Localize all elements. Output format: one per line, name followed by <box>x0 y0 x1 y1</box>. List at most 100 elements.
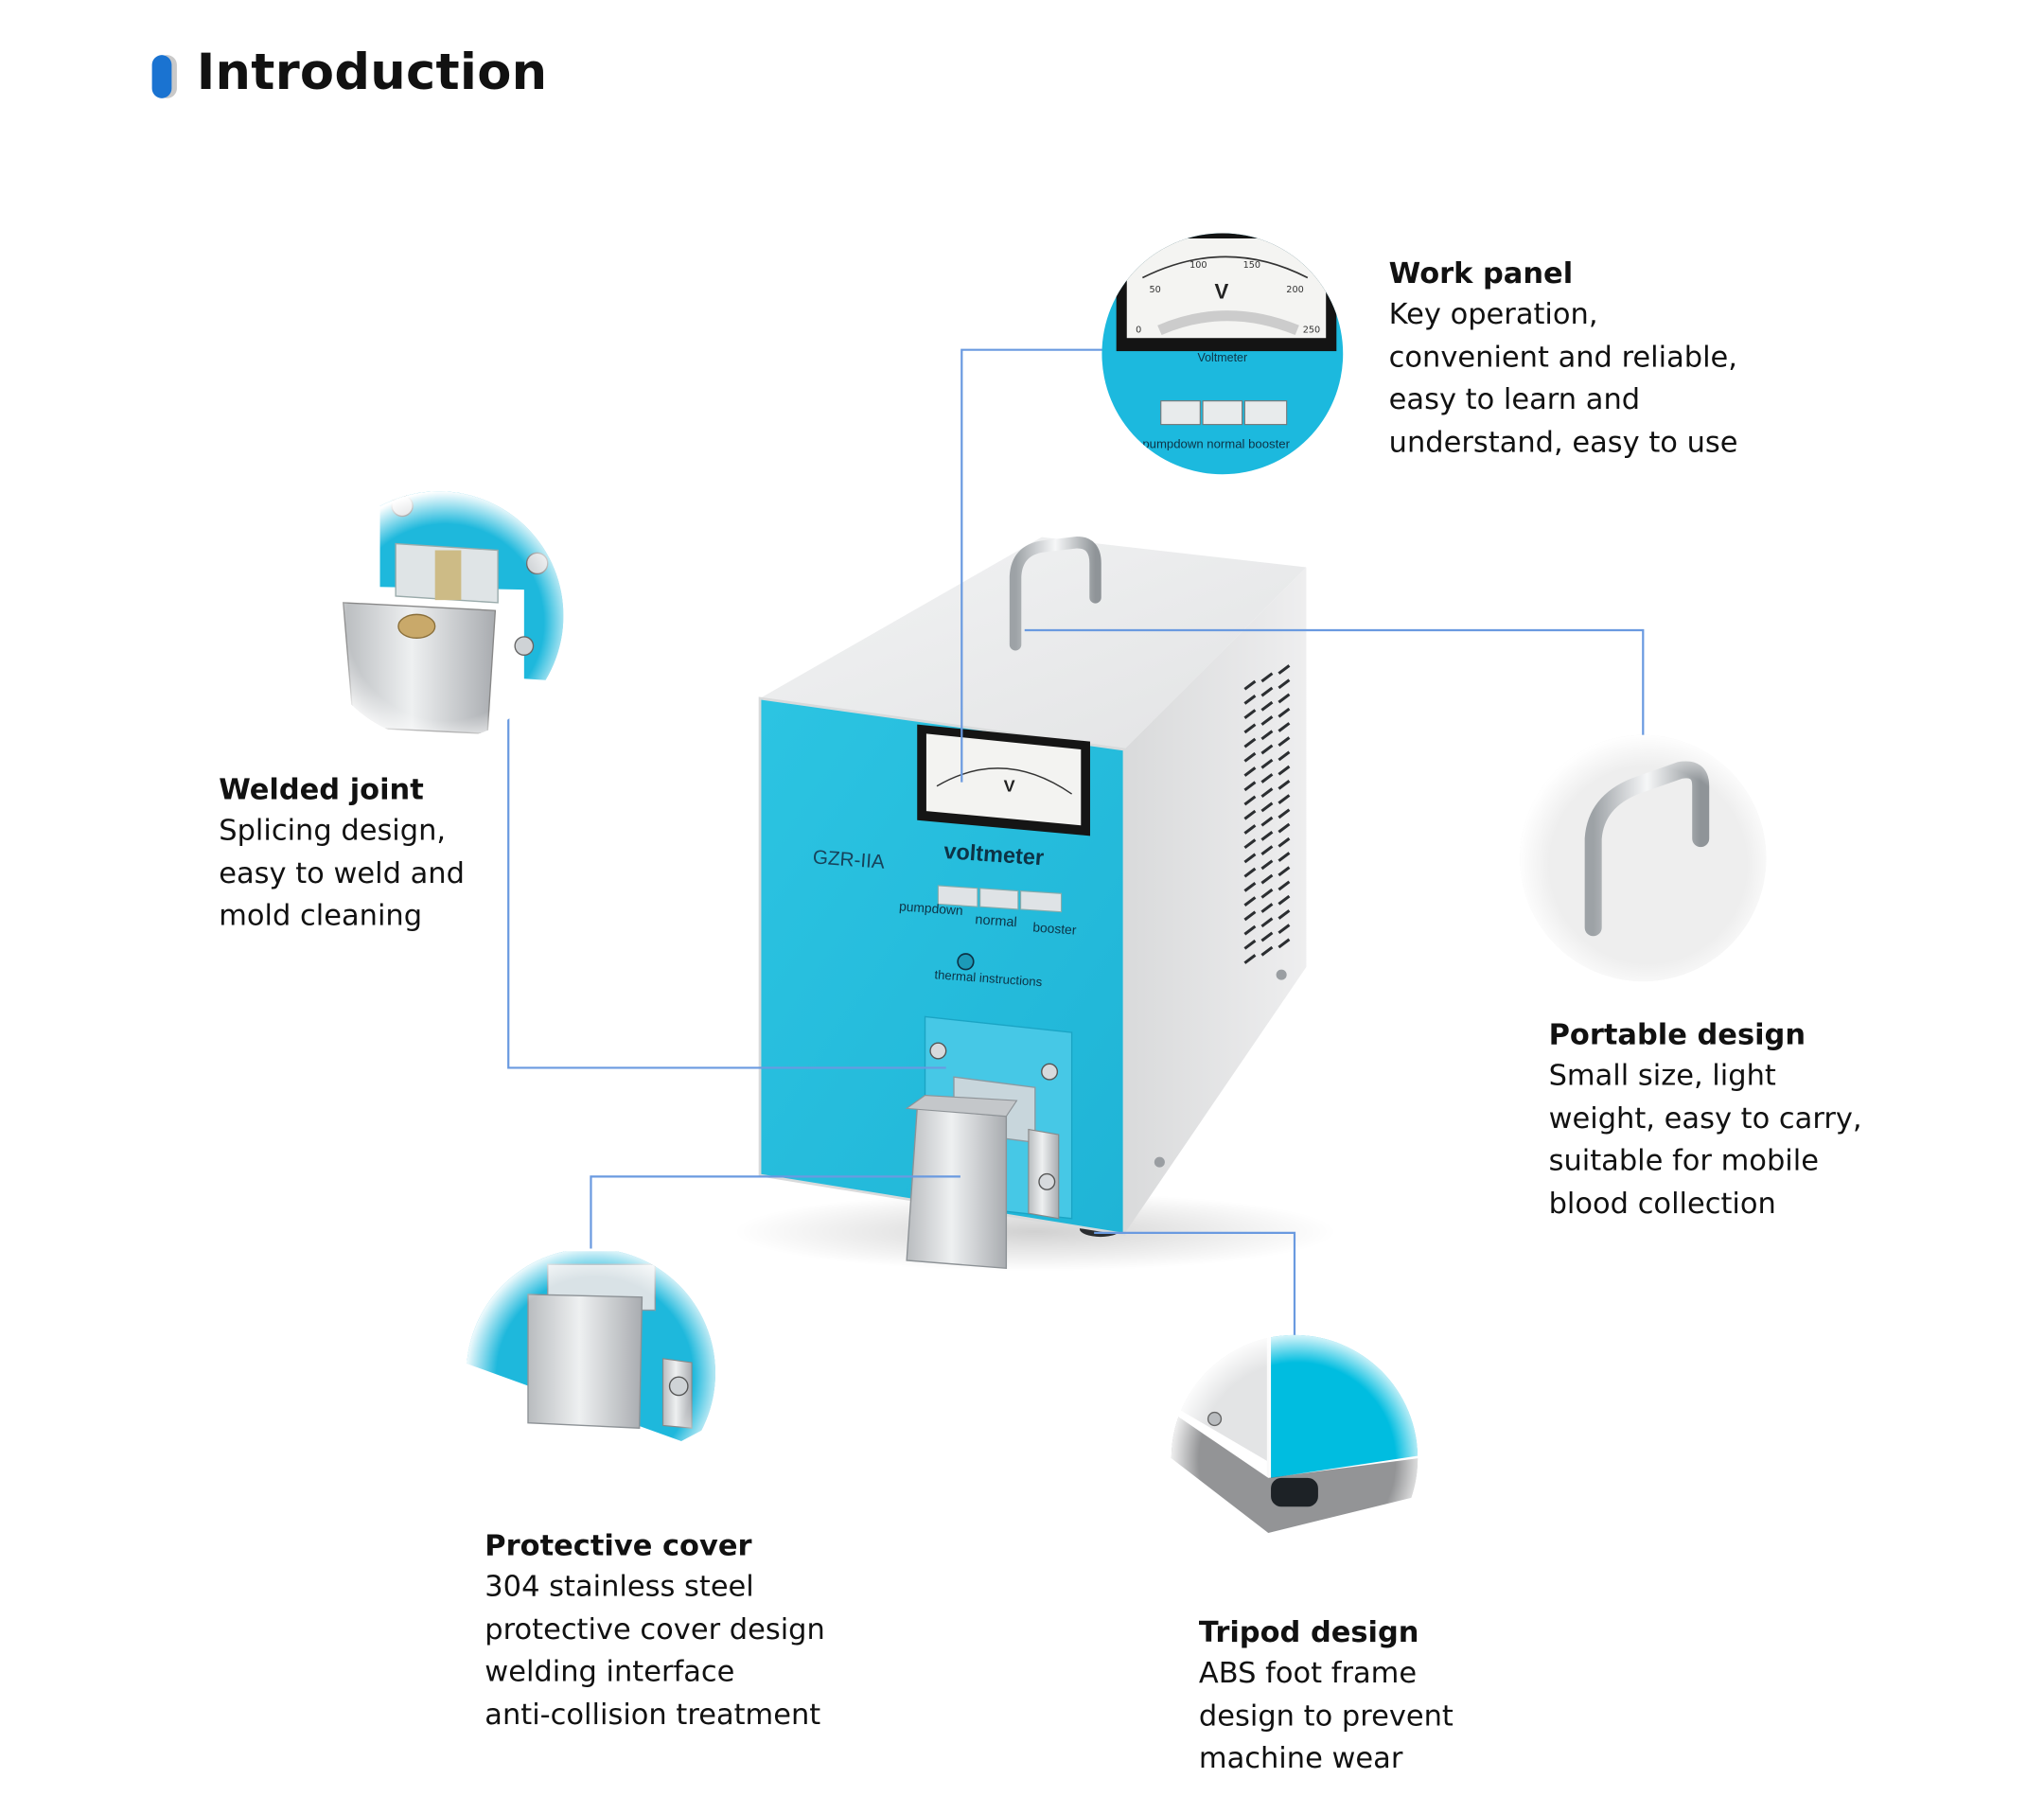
feature-line: ABS foot frame <box>1198 1657 1418 1691</box>
vent-slot <box>1243 709 1257 719</box>
vent-slot <box>1260 672 1274 683</box>
feature-line: suitable for mobile <box>1548 1145 1819 1179</box>
feature-title: Protective cover <box>485 1530 752 1563</box>
meter-scale-label: 0 <box>1136 326 1141 336</box>
feature-portable-design: Portable design Small size, light weight… <box>1549 1016 1862 1227</box>
vent-slot <box>1278 938 1291 949</box>
vent-slot <box>1260 873 1274 885</box>
meter-scale-label: 50 <box>1149 285 1160 295</box>
vent-slot <box>1243 695 1257 705</box>
vent-slot <box>1278 836 1291 848</box>
meter-scale-label: 100 <box>1189 260 1207 271</box>
vent-grille <box>1243 664 1291 964</box>
protective-cover-inset <box>466 1248 715 1498</box>
steel-cover <box>906 1107 1008 1270</box>
feature-line: weight, easy to carry, <box>1548 1102 1862 1136</box>
vent-slot <box>1260 816 1274 827</box>
vent-slot <box>1260 859 1274 871</box>
vent-slot <box>1260 845 1274 855</box>
vent-slot <box>1260 715 1274 726</box>
tripod-design-inset <box>1171 1334 1418 1582</box>
feature-description: ABS foot frame design to prevent machine… <box>1199 1653 1454 1782</box>
vent-slot <box>1243 751 1257 763</box>
vent-slot <box>1278 693 1291 704</box>
vent-slot <box>1243 838 1257 850</box>
feature-title: Tripod design <box>1198 1616 1419 1650</box>
vent-slot <box>1260 686 1274 697</box>
vent-slot <box>1260 903 1274 913</box>
screw <box>1154 1156 1165 1168</box>
feature-line: machine wear <box>1198 1743 1403 1776</box>
button-label-booster: booster <box>1032 919 1078 937</box>
vent-slot <box>1278 822 1291 834</box>
machine-side <box>1123 567 1307 1235</box>
inset-voltmeter-label: Voltmeter <box>1198 351 1248 364</box>
feature-line: Small size, light <box>1548 1060 1776 1093</box>
vent-slot <box>1243 896 1257 907</box>
vent-slot <box>1278 750 1291 762</box>
meter-scale-label: 250 <box>1303 326 1321 336</box>
vent-slot <box>1278 924 1291 935</box>
vent-slot <box>1260 888 1274 899</box>
vent-slot <box>1278 722 1291 732</box>
feature-line: protective cover design <box>485 1613 825 1647</box>
meter-unit: V <box>1004 776 1015 795</box>
vent-slot <box>1260 945 1274 957</box>
connector-tripod-design <box>1094 1231 1296 1337</box>
vent-slot <box>1243 882 1257 892</box>
section-title: Introduction <box>196 43 548 101</box>
feature-line: easy to weld and <box>219 857 465 891</box>
title-marker <box>151 55 172 98</box>
feature-line: welding interface <box>485 1656 735 1690</box>
callout-lines <box>507 348 1645 1337</box>
vent-slot <box>1243 954 1257 964</box>
inset-button <box>1202 400 1243 426</box>
pumpdown-button[interactable] <box>937 885 978 907</box>
vent-slot <box>1278 808 1291 819</box>
portable-design-inset <box>1520 734 1767 982</box>
feature-title: Portable design <box>1548 1019 1806 1052</box>
voltmeter-gauge: V <box>917 724 1090 836</box>
inset-button <box>1160 400 1201 426</box>
vent-slot <box>1260 917 1274 928</box>
vent-slot <box>1278 909 1291 920</box>
feature-line: mold cleaning <box>219 900 423 934</box>
vent-slot <box>1243 910 1257 922</box>
welding-head <box>905 1076 1060 1270</box>
feature-tripod-design: Tripod design ABS foot frame design to p… <box>1199 1614 1454 1782</box>
feature-line: convenient and reliable, <box>1388 341 1737 375</box>
inset-button <box>1243 400 1288 426</box>
carry-handle <box>1009 536 1101 651</box>
booster-button[interactable] <box>1020 889 1063 913</box>
normal-button[interactable] <box>979 888 1019 910</box>
feature-line: Key operation, <box>1388 298 1598 332</box>
feature-line: blood collection <box>1548 1188 1776 1222</box>
feature-work-panel: Work panel Key operation, convenient and… <box>1389 255 1738 467</box>
vent-slot <box>1278 866 1291 877</box>
vent-slot <box>1260 931 1274 942</box>
vent-slot <box>1278 894 1291 906</box>
feature-description: Small size, light weight, easy to carry,… <box>1549 1056 1862 1227</box>
vent-slot <box>1278 664 1291 675</box>
inset-buttons-label: pumpdown normal booster <box>1142 437 1290 451</box>
vent-slot <box>1260 700 1274 712</box>
vent-slot <box>1243 809 1257 820</box>
feature-protective-cover: Protective cover 304 stainless steel pro… <box>485 1527 825 1738</box>
meter-scale-label: 150 <box>1243 260 1261 271</box>
model-label: GZR-IIA <box>812 846 886 872</box>
vent-slot <box>1243 679 1257 691</box>
vent-slot <box>1278 707 1291 718</box>
feature-line: easy to learn and <box>1388 384 1641 417</box>
feature-description: 304 stainless steel protective cover des… <box>485 1567 825 1738</box>
machine-top <box>760 537 1307 749</box>
thermal-knob[interactable] <box>957 953 975 971</box>
connector-work-panel <box>960 348 1103 783</box>
feature-line: design to prevent <box>1198 1699 1454 1734</box>
vent-slot <box>1243 853 1257 864</box>
feature-line: Splicing design, <box>219 815 447 848</box>
connector-protective-cover <box>590 1175 960 1252</box>
